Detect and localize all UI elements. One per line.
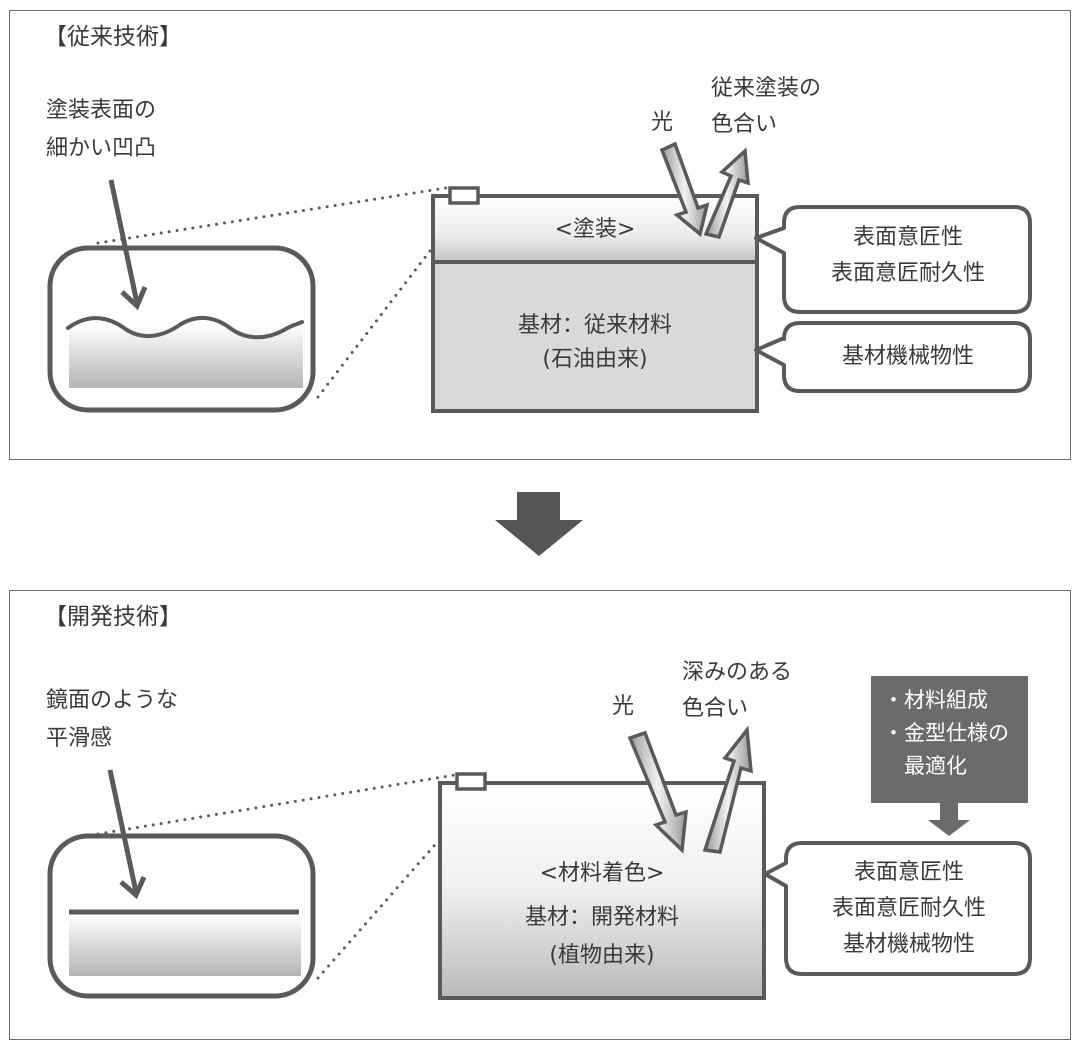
optimization-item-2: ・金型仕様の [883,721,1009,745]
optimization-box: ・材料組成 ・金型仕様の 最適化 [871,676,1028,803]
reflection-label-top-line2: 色合い [711,112,778,137]
optimization-item-3: 最適化 [883,754,967,778]
callout-substrate-line1: 基材機械物性 [841,344,974,369]
pointer-arrow-top [108,179,148,311]
light-reflect-arrow-top [703,147,750,240]
callout-dev-line3: 基材機械物性 [842,932,975,957]
callout-dev-line2: 表面意匠耐久性 [831,896,986,921]
callout-coating-line1: 表面意匠性 [852,225,963,250]
substrate-label-line1: 基材：従来材料 [517,313,672,338]
magnified-view-top [47,245,316,413]
magnified-view-bottom [47,833,316,999]
reflection-label-bottom-line2: 色合い [682,696,749,721]
down-arrow-icon [495,492,583,556]
conventional-title: 【従来技術】 [44,24,182,50]
conventional-block [431,186,759,413]
light-incident-arrow-top [659,141,710,238]
wavy-surface [66,316,304,340]
coating-label: <塗装> [554,217,636,242]
substrate-label-line2: (石油由来) [542,347,648,372]
surface-label-line2: 細かい凹凸 [46,136,157,161]
light-label-top: 光 [651,110,674,135]
developed-title: 【開発技術】 [44,604,182,630]
dev-substrate-line1: 基材：開発材料 [524,905,679,930]
callout-dev-line1: 表面意匠性 [853,860,964,885]
callout-coating-line2: 表面意匠耐久性 [830,261,985,286]
light-label-bottom: 光 [612,694,635,719]
reflection-label-bottom-line1: 深みのある [682,660,793,685]
light-reflect-arrow-bottom [702,725,753,854]
zoom-guide-lines-top [96,186,468,399]
light-incident-arrow-bottom [627,730,689,854]
surface-label-dev-line2: 平滑感 [46,726,113,751]
colored-material-block [438,781,766,1000]
surface-label-line1: 塗装表面の [46,98,157,123]
smooth-layer-gradient [69,914,301,976]
substrate-layer [431,260,759,413]
callout-substrate-properties [754,321,1032,393]
zoom-marker [448,186,480,205]
optimization-arrow-icon [928,803,970,836]
zoom-marker [455,772,487,791]
surface-label-dev-line1: 鏡面のような [46,688,179,713]
pointer-arrow-bottom [107,769,147,900]
developed-block [438,772,766,1000]
callout-coating-properties [754,205,1032,314]
material-coloring-label: <材料着色> [539,861,665,886]
reflection-label-top-line1: 従来塗装の [711,76,822,101]
callout-developed-properties [763,841,1032,976]
optimization-item-1: ・材料組成 [883,688,988,712]
dev-substrate-line2: (植物由来) [549,943,655,968]
